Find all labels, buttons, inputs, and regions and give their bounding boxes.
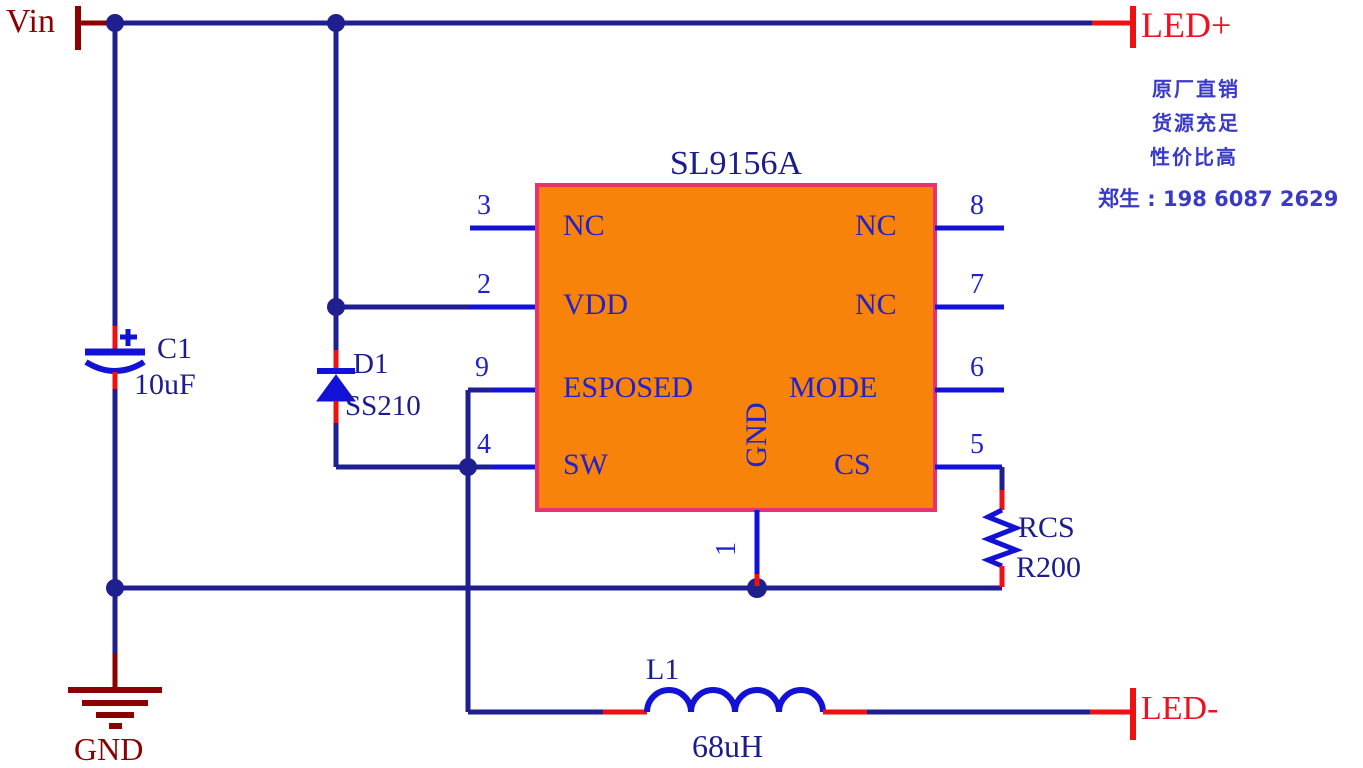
junction-dot [459, 458, 477, 476]
ad-contact: 郑生 : 198 6087 2629 [1098, 187, 1339, 211]
pin-number-5: 5 [970, 429, 984, 460]
ic-body [535, 183, 937, 512]
ad-line-3: 性价比高 [1150, 145, 1238, 169]
ic-pin-name-vdd: VDD [563, 288, 628, 321]
ic-pin-name-cs: CS [834, 448, 871, 481]
pin-number-8: 8 [970, 190, 984, 221]
sw-node-wire [465, 387, 537, 712]
vdd-branch-wire [333, 23, 537, 310]
inductor-l1-symbol [468, 687, 1130, 715]
ad-line-1: 原厂直销 [1152, 77, 1240, 101]
resistor-rcs-symbol [935, 464, 1024, 587]
ic-pin-name-gnd: GND [740, 402, 773, 468]
inductor-value-label: 68uH [692, 728, 764, 764]
ground-symbol [68, 588, 162, 729]
capacitor-c1-symbol [84, 23, 146, 590]
pin-number-7: 7 [970, 269, 984, 300]
ic-title: SL9156A [669, 145, 803, 182]
pin-number-9: 9 [475, 352, 489, 383]
ic-pin-name-mode: MODE [789, 371, 878, 404]
resistor-value-label: R200 [1016, 551, 1082, 584]
right-pin-stubs [935, 225, 1004, 393]
junction-dot [106, 579, 124, 597]
pin-number-2: 2 [477, 269, 491, 300]
ic-pin-name-esposed: ESPOSED [563, 371, 694, 404]
junction-dot [747, 578, 767, 598]
inductor-ref-label: L1 [646, 653, 680, 686]
pin-number-6: 6 [970, 352, 984, 383]
vin-terminal-symbol [75, 6, 108, 50]
led-plus-terminal-label: LED+ [1141, 5, 1232, 45]
ic-pin-name-nc-left: NC [563, 209, 605, 242]
ad-line-2: 货源充足 [1152, 111, 1240, 135]
capacitor-value-label: 10uF [134, 368, 196, 401]
ic-pin-name-nc-right2: NC [855, 288, 897, 321]
ground-label: GND [74, 731, 144, 767]
capacitor-ref-label: C1 [157, 332, 193, 365]
diode-value-label: SS210 [345, 390, 421, 422]
ic-pin-name-nc-right1: NC [855, 209, 897, 242]
pin-number-3: 3 [477, 190, 491, 221]
diode-d1-symbol [316, 307, 468, 470]
pin-number-1: 1 [711, 542, 742, 556]
led-minus-terminal-label: LED- [1141, 690, 1219, 727]
ic-pin-name-sw: SW [563, 448, 608, 481]
resistor-ref-label: RCS [1018, 511, 1075, 544]
pin-number-4: 4 [477, 429, 491, 460]
vin-terminal-label: Vin [6, 3, 55, 40]
diode-ref-label: D1 [353, 348, 389, 380]
